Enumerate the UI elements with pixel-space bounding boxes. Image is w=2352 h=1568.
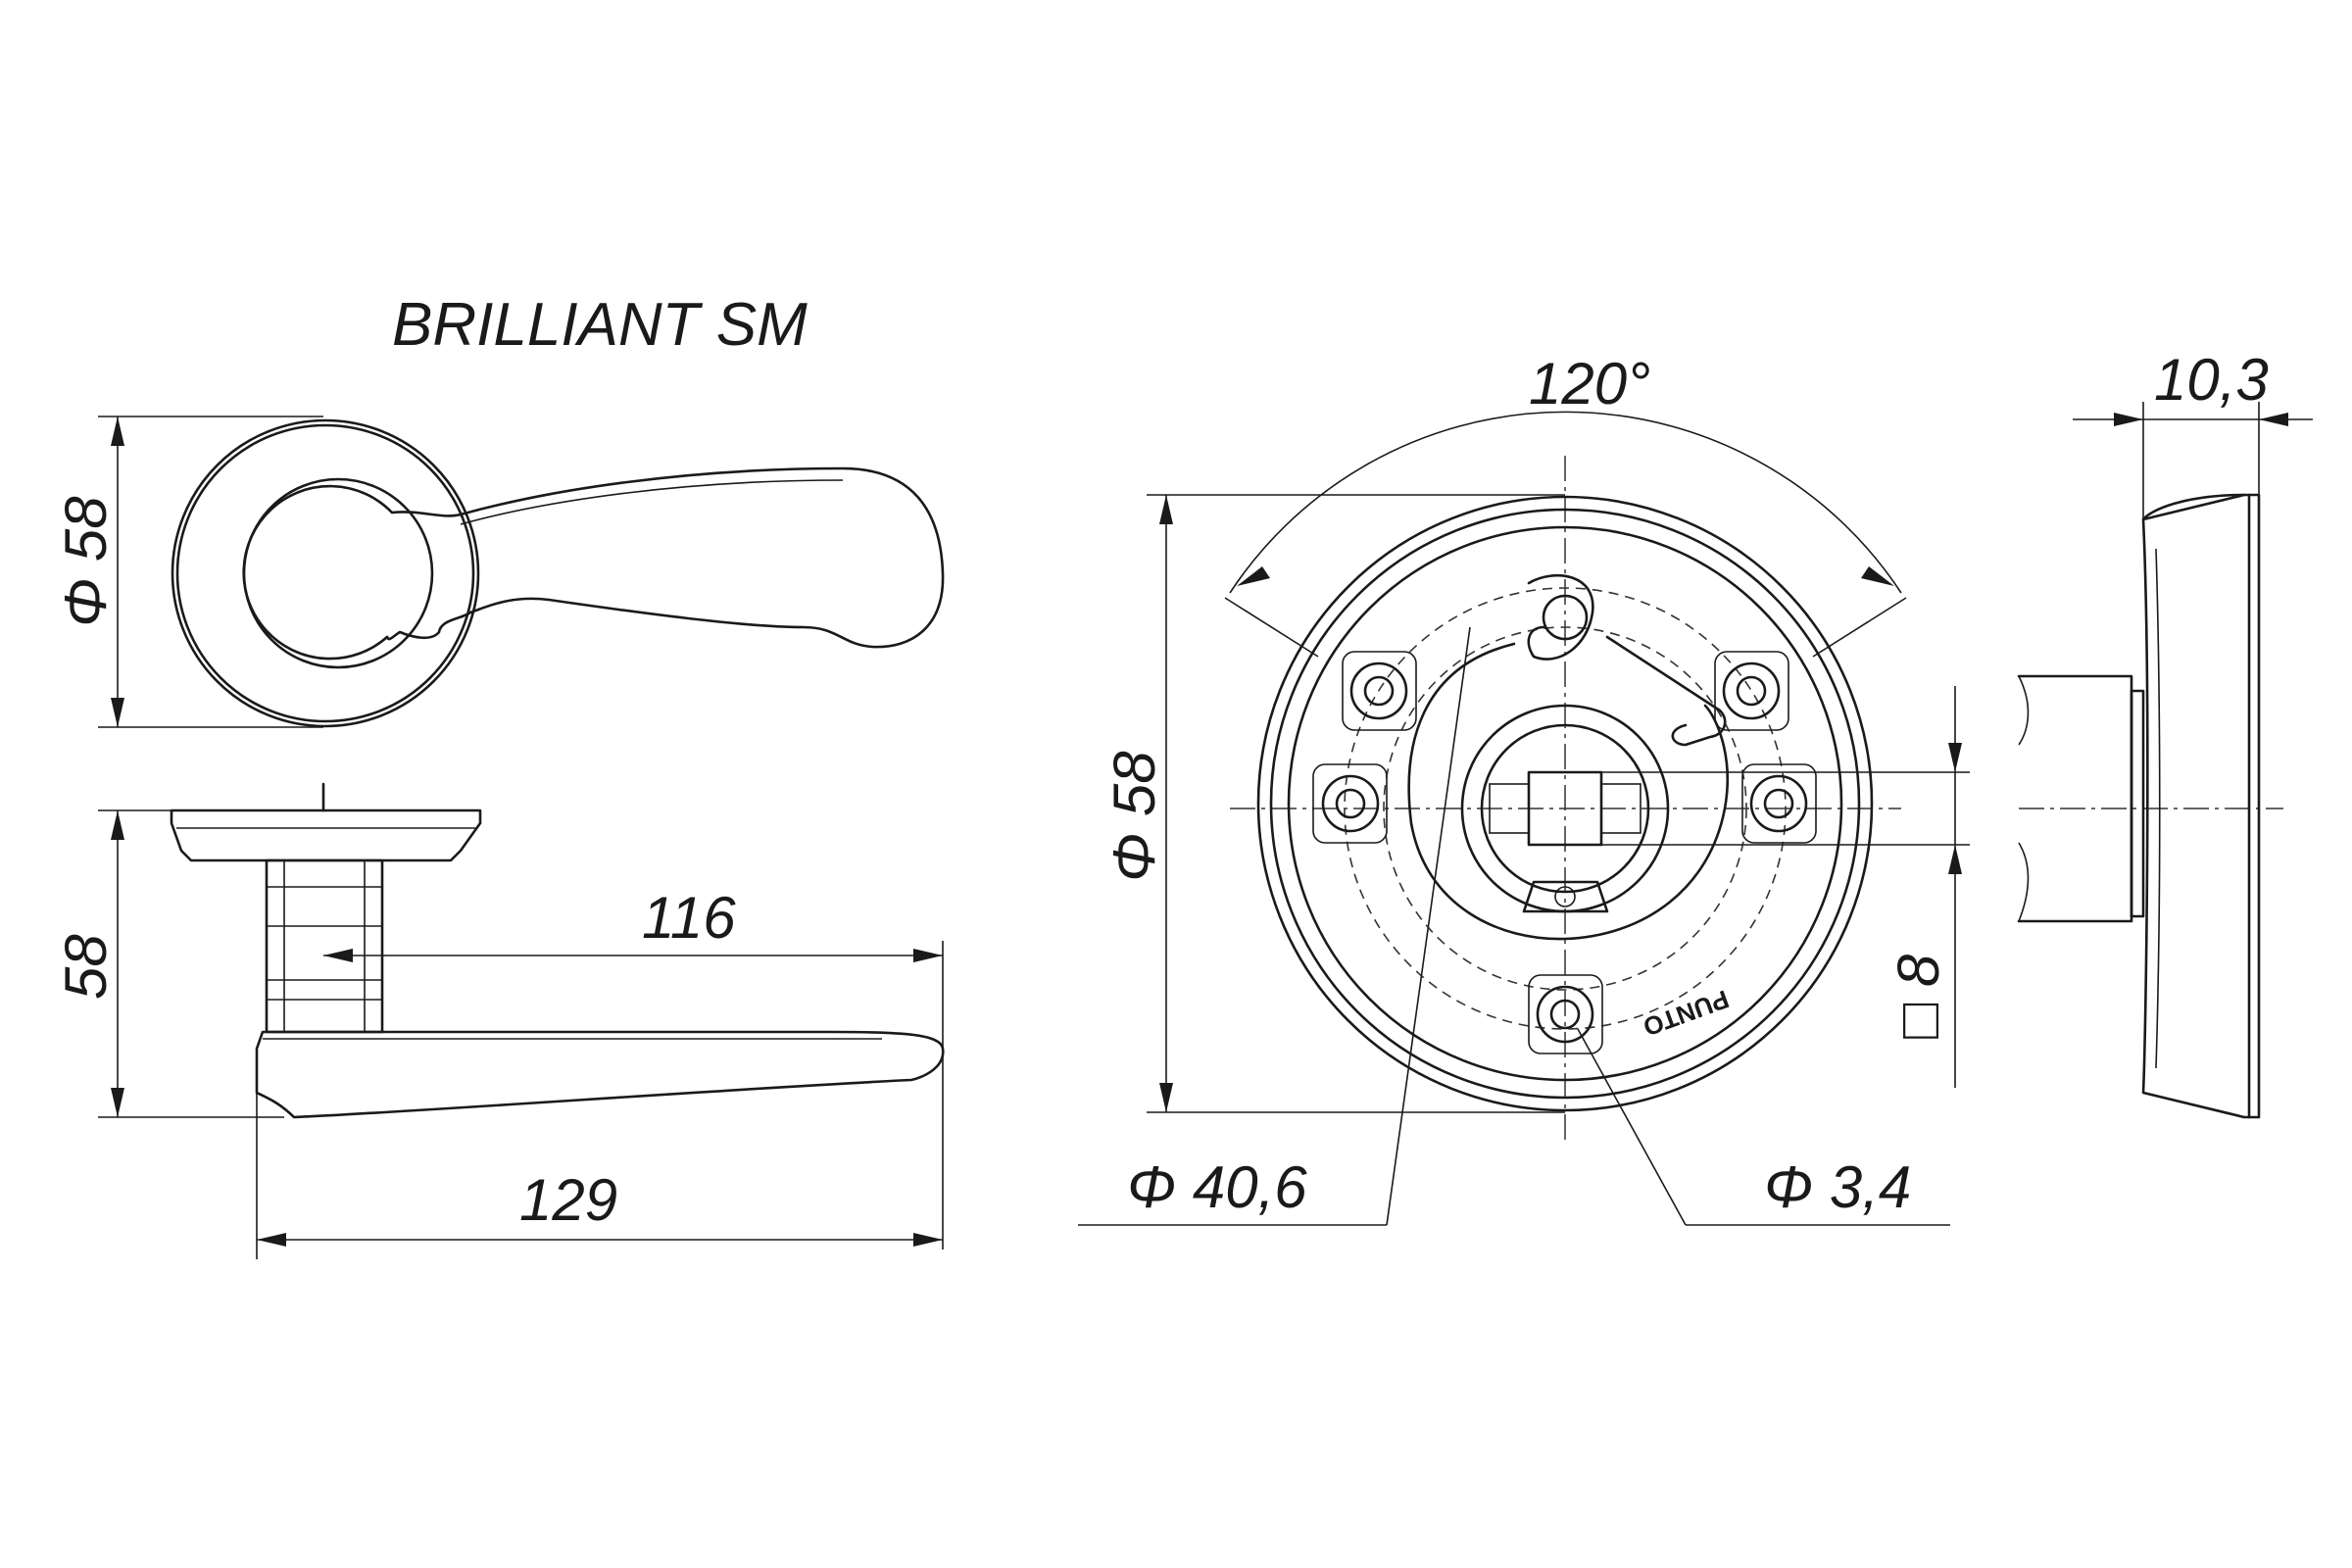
inner-diameter-label: Φ 40,6	[1127, 1154, 1307, 1220]
rosette-diameter-label: Φ 58	[53, 496, 119, 627]
spindle-square-label: □ 8	[1886, 954, 1951, 1039]
handle-length-label: 129	[519, 1167, 617, 1233]
angle-label: 120°	[1529, 351, 1650, 416]
rosette-thickness-label: 10,3	[2154, 347, 2269, 413]
handle-side-view	[170, 782, 945, 1119]
left-dimensions: Φ 58 58 116 129	[53, 416, 944, 1259]
rosette-side-view: 10,3	[2017, 347, 2313, 1119]
hole-diameter-label: Φ 3,4	[1764, 1154, 1911, 1220]
handle-front-view	[171, 418, 945, 728]
product-title: BRILLIANT SM	[392, 291, 808, 359]
rosette-back-view: PUNTO 120° Φ 58 Φ 40,6 Φ 3,4 □ 8	[1078, 351, 1970, 1226]
handle-height-label: 58	[53, 934, 119, 1000]
screw-holes	[1312, 651, 1817, 1054]
rosette-diameter-front-label: Φ 58	[1102, 751, 1167, 882]
handle-reach-label: 116	[642, 885, 736, 951]
